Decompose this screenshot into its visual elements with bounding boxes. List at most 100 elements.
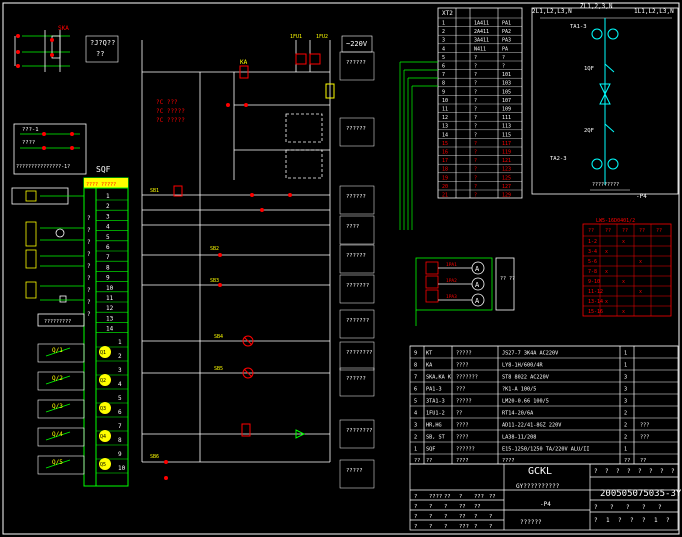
- title-left-cell: ???: [459, 524, 469, 530]
- module-terminal: 12: [106, 305, 114, 312]
- bom-cell: 1: [624, 363, 627, 369]
- module-lower-terminal: 10: [118, 465, 126, 472]
- bom-cell: ??????: [456, 447, 475, 453]
- title-top-cell: ?: [627, 468, 631, 475]
- terminal-row-device: ?: [502, 64, 505, 70]
- title-sheet-cell: 1: [654, 517, 658, 524]
- relay-label: SB1: [150, 188, 159, 194]
- terminal-row-device: 117: [502, 141, 511, 147]
- bom-cell: LM20-0.66 100/5: [502, 399, 549, 405]
- bom-cell: ????: [456, 363, 469, 369]
- terminal-row-wire: ?: [474, 55, 477, 61]
- red-table-cell: x: [622, 309, 625, 315]
- bom-cell: ??: [456, 411, 462, 417]
- terminal-row-num: 9: [442, 89, 445, 95]
- terminal-row-device: 129: [502, 193, 511, 199]
- terminal-row-wire: ?: [474, 98, 477, 104]
- module-lower-terminal: 4: [118, 381, 122, 388]
- terminal-row-num: 4: [442, 46, 445, 52]
- terminal-row-device: 109: [502, 107, 511, 113]
- module-lower-terminal: 6: [118, 409, 122, 416]
- bom-cell: 9: [414, 351, 417, 357]
- terminal-row-wire: ?: [474, 72, 477, 78]
- control-row-label: ????: [346, 224, 359, 230]
- legend-box: ???-1 ???? ???????????????-1?: [13, 123, 87, 175]
- module-lower-terminal: 5: [118, 395, 122, 402]
- module-lower-terminal: 8: [118, 437, 122, 444]
- module-side-label: ?: [87, 299, 91, 306]
- relay-label: SB5: [214, 366, 223, 372]
- legend-line1: ???-1: [22, 127, 39, 133]
- bom-cell: ???: [640, 435, 649, 441]
- red-table-cell: x: [622, 279, 625, 285]
- switch-source-label: Q/4: [52, 431, 63, 438]
- terminal-row-num: 7: [442, 72, 445, 78]
- terminal-row-device: PA2: [502, 29, 511, 35]
- bom-cell: 4: [414, 411, 417, 417]
- red-table-title: LW5-16D0401/2: [596, 218, 635, 224]
- terminal-row-wire: 3A411: [474, 38, 489, 44]
- bom-cell: 3: [624, 375, 627, 381]
- bom-cell: JS27-7 3K4A AC220V: [502, 351, 558, 357]
- bom-cell: PA1-3: [426, 387, 442, 393]
- title-block-frame: [409, 463, 679, 531]
- terminal-table: XT2: [437, 7, 523, 199]
- module-block: ???? ?????: [83, 177, 129, 487]
- bom-cell: 1: [624, 351, 627, 357]
- title-left-cell: ???: [474, 494, 484, 500]
- bom-cell: ???????: [456, 375, 478, 381]
- bom-header-cell: ??: [426, 458, 432, 464]
- terminal-row-wire: N411: [474, 46, 486, 52]
- bom-cell: RT14-20/6A: [502, 411, 534, 417]
- module-side-label: ?: [87, 227, 91, 234]
- module-terminal: 9: [106, 275, 110, 282]
- title-top-cell: ?: [594, 468, 598, 475]
- bom-cell: E15-1250/1250 TA/220V ALU/II: [502, 447, 589, 453]
- bom-header-cell: ??: [640, 458, 646, 464]
- red-table-cell: x: [639, 259, 642, 265]
- terminal-row-num: 14: [442, 132, 448, 138]
- terminal-row-num: 19: [442, 175, 448, 181]
- bom-cell: ???: [456, 387, 465, 393]
- title-top-cell: ?: [638, 468, 642, 475]
- title-sheet-cell: ?: [630, 517, 634, 524]
- red-table-header: ??: [656, 228, 662, 234]
- meter-label-1: 1PA1: [446, 262, 457, 268]
- module-terminal: 11: [106, 295, 114, 302]
- bom-cell: SQF: [426, 447, 435, 453]
- module-side-label: ?: [87, 215, 91, 222]
- switch-source-label: Q/2: [52, 375, 63, 382]
- company-name: GCKL: [528, 466, 552, 477]
- sl-caption: -P4: [636, 193, 647, 200]
- red-table-cell: x: [605, 249, 608, 255]
- bom-cell: 5: [414, 399, 417, 405]
- red-table-cell: 13-14: [588, 299, 603, 305]
- red-table-cell: x: [622, 239, 625, 245]
- terminal-row-device: 103: [502, 81, 511, 87]
- red-table-header: ??: [605, 228, 611, 234]
- title-stage-cell: ?: [610, 504, 614, 511]
- title-stage-cell: ?: [642, 504, 646, 511]
- title-stage-cell: ?: [658, 504, 662, 511]
- red-note-1: ?C ???: [156, 99, 178, 106]
- sl-qf2: 2QF: [584, 128, 594, 134]
- module-terminal: 14: [106, 326, 114, 333]
- terminal-row-device: 121: [502, 158, 511, 164]
- terminal-row-wire: ?: [474, 150, 477, 156]
- bom-cell: HR,HG: [426, 423, 442, 429]
- control-row-label: ??????: [346, 253, 366, 259]
- meter-note: ?? ??: [500, 276, 515, 282]
- module-left-devices: [11, 187, 85, 327]
- bom-cell: 2: [624, 435, 627, 441]
- bom-header-cell: ??: [414, 458, 420, 464]
- module-side-label: ?: [87, 311, 91, 318]
- module-lower-terminal: 3: [118, 367, 122, 374]
- title-left-cell: ??: [459, 514, 466, 520]
- control-row-label: ??????: [346, 60, 366, 66]
- bom-cell: ?????: [456, 399, 472, 405]
- bom-cell: AD11-22/41-8GZ 220V: [502, 423, 561, 429]
- legend-caption: ???????????????-1?: [16, 164, 70, 170]
- bom-cell: ST8 8022 AC220V: [502, 375, 549, 381]
- control-circuit: [141, 40, 331, 463]
- title-top-cell: ?: [605, 468, 609, 475]
